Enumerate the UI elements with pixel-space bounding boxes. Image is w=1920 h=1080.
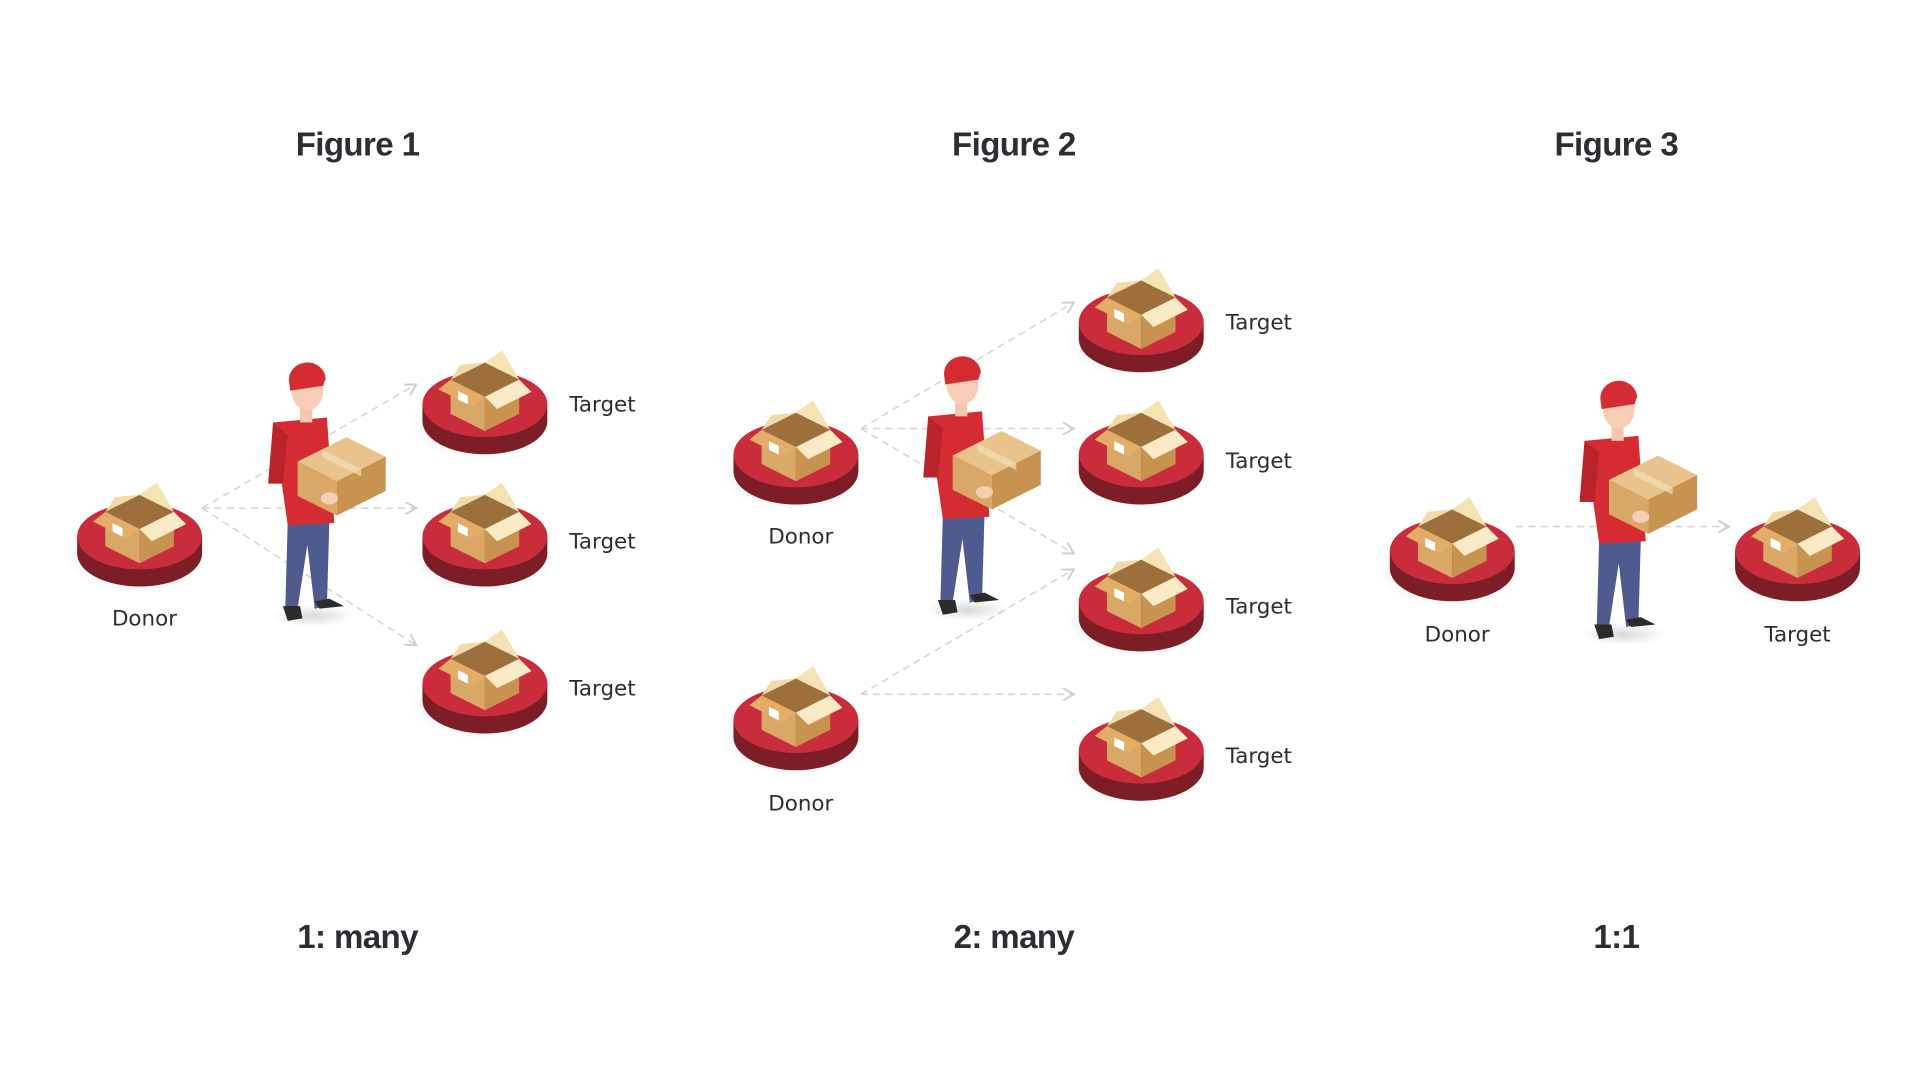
figure-3-caption: 1:1 xyxy=(1593,919,1639,956)
figure-2-caption: 2: many xyxy=(954,919,1076,956)
donor-box-icon xyxy=(720,400,863,511)
target-label: Target xyxy=(1225,449,1292,474)
figure-2: Donor Donor Target Target Target Target xyxy=(720,268,1292,817)
donor-label: Donor xyxy=(1425,623,1490,648)
donor-label: Donor xyxy=(112,607,177,632)
figure-3-title: Figure 3 xyxy=(1554,127,1678,164)
target-box-icon xyxy=(408,629,552,740)
figure-2-title: Figure 2 xyxy=(952,127,1076,164)
target-label: Target xyxy=(568,392,635,417)
target-box-icon xyxy=(408,350,552,461)
donor-box-icon xyxy=(1376,497,1519,608)
target-label: Target xyxy=(1225,744,1292,769)
target-box-icon xyxy=(1065,696,1208,807)
target-label: Target xyxy=(568,530,635,555)
target-box-icon xyxy=(1065,268,1208,379)
donor-box-icon xyxy=(63,482,206,593)
donor-label: Donor xyxy=(768,525,833,550)
figure-1: Donor Target Target Target xyxy=(63,350,636,740)
target-box-icon xyxy=(1065,547,1208,658)
donor-box-icon xyxy=(720,666,863,777)
delivery-person-icon xyxy=(923,356,1041,621)
figure-1-title: Figure 1 xyxy=(296,127,420,164)
figure-3: Donor Target xyxy=(1376,380,1864,648)
target-box-icon xyxy=(1721,497,1864,608)
target-label: Target xyxy=(1225,594,1292,619)
arrow xyxy=(201,507,416,645)
target-label: Target xyxy=(568,677,635,702)
target-label: Target xyxy=(1763,623,1830,648)
arrow xyxy=(860,569,1074,695)
donor-label: Donor xyxy=(768,792,833,817)
target-label: Target xyxy=(1225,310,1292,335)
delivery-person-icon xyxy=(268,362,386,627)
figure-1-caption: 1: many xyxy=(297,919,419,956)
target-box-icon xyxy=(408,482,552,593)
delivery-person-icon xyxy=(1579,380,1698,646)
target-box-icon xyxy=(1065,400,1208,511)
